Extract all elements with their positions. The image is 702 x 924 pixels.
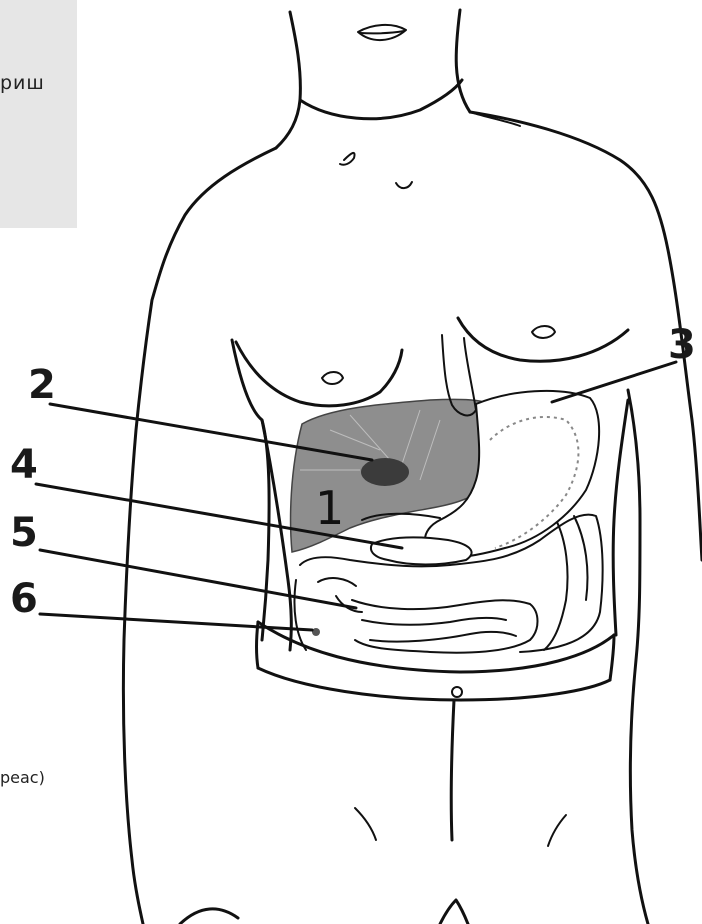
leader-3	[552, 362, 676, 402]
label-6: 6	[10, 576, 38, 622]
gallbladder	[361, 458, 409, 486]
leader-6	[40, 614, 312, 630]
label-5: 5	[10, 510, 38, 556]
label-4: 4	[10, 442, 38, 488]
label-2: 2	[28, 362, 56, 408]
pancreas	[371, 537, 472, 564]
label-1: 1	[315, 481, 344, 535]
label-3: 3	[668, 322, 696, 368]
